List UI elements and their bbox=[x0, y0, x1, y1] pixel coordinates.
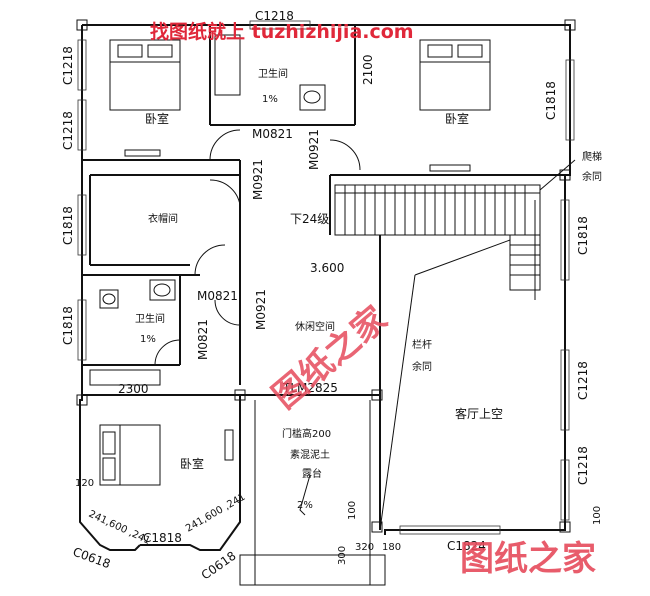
windows bbox=[77, 20, 575, 535]
room-label: 卧室 bbox=[180, 456, 204, 471]
column bbox=[76, 19, 88, 31]
room-label: 卫生间 bbox=[258, 67, 288, 80]
window-tag: C1818 bbox=[576, 216, 590, 255]
slope-label: 1% bbox=[262, 94, 278, 105]
door-tag: M0821 bbox=[197, 289, 238, 303]
watermark-top: 找图纸就上 tuzhizhijia.com bbox=[150, 20, 414, 43]
interior-walls bbox=[82, 25, 565, 530]
room-label: 卧室 bbox=[445, 111, 469, 126]
watermark-middle: 图纸之家 bbox=[265, 299, 395, 417]
column bbox=[564, 19, 576, 31]
window-tag: C1818 bbox=[61, 306, 75, 345]
room-label: 卫生间 bbox=[135, 312, 165, 325]
window-tag: C1218 bbox=[61, 46, 75, 85]
room-label: 休闲空间 bbox=[295, 320, 335, 333]
terrace-label: 露台 bbox=[302, 467, 322, 480]
bathroom-fixtures bbox=[89, 34, 326, 386]
elevation-label: 3.600 bbox=[310, 261, 344, 275]
door-tag: TLM2825 bbox=[282, 381, 338, 395]
door-note: 门槛高200 bbox=[282, 427, 331, 440]
void-lines bbox=[379, 239, 511, 531]
terrace bbox=[239, 400, 386, 586]
door-tag: M0821 bbox=[196, 319, 210, 360]
room-label: 卧室 bbox=[145, 111, 169, 126]
window-tag: C0618 bbox=[199, 549, 239, 583]
window-tag: C1824 bbox=[447, 539, 486, 553]
window-tag: C1218 bbox=[576, 446, 590, 485]
window-tag: C1218 bbox=[61, 111, 75, 150]
room-label: 客厅上空 bbox=[455, 406, 503, 421]
beds bbox=[99, 39, 491, 486]
outer-walls bbox=[76, 19, 576, 551]
railing-note: 余同 bbox=[412, 360, 432, 373]
door-tag: M0921 bbox=[251, 159, 265, 200]
terrace-label: 素混泥土 bbox=[290, 448, 330, 461]
doors bbox=[154, 129, 361, 366]
dimension: 320 bbox=[355, 542, 374, 553]
window-tag: C1818 bbox=[143, 531, 182, 545]
watermark-bottom: 图纸之家 bbox=[460, 539, 596, 579]
slope-label: 2% bbox=[297, 500, 313, 511]
railing-label: 栏杆 bbox=[412, 338, 432, 351]
door-tag: M0821 bbox=[252, 127, 293, 141]
dimension: 100 bbox=[592, 506, 603, 525]
door-tag: M0921 bbox=[254, 289, 268, 330]
dimension: 120 bbox=[75, 478, 94, 489]
window-tag: C1218 bbox=[576, 361, 590, 400]
ladder-note: 余同 bbox=[582, 170, 602, 183]
labels: C1218 C1218 C1218 C1818 C1818 C1818 C181… bbox=[61, 9, 603, 582]
window-tag: C1818 bbox=[61, 206, 75, 245]
column bbox=[371, 521, 383, 533]
slope-label: 1% bbox=[140, 334, 156, 345]
dimension: 241,600 ,241 bbox=[184, 492, 247, 535]
dimension: 2100 bbox=[361, 54, 375, 85]
dimension: 100 bbox=[347, 501, 358, 520]
window-tag: C1218 bbox=[255, 9, 294, 23]
dimension: 2300 bbox=[118, 382, 149, 396]
staircase bbox=[334, 159, 576, 300]
stairs-label: 下24级 bbox=[290, 212, 329, 226]
dimension: 180 bbox=[382, 542, 401, 553]
window-tag: C1818 bbox=[544, 81, 558, 120]
room-label: 衣帽间 bbox=[148, 212, 178, 225]
ladder-label: 爬梯 bbox=[582, 150, 602, 163]
door-tag: M0921 bbox=[307, 129, 321, 170]
column bbox=[559, 521, 571, 533]
